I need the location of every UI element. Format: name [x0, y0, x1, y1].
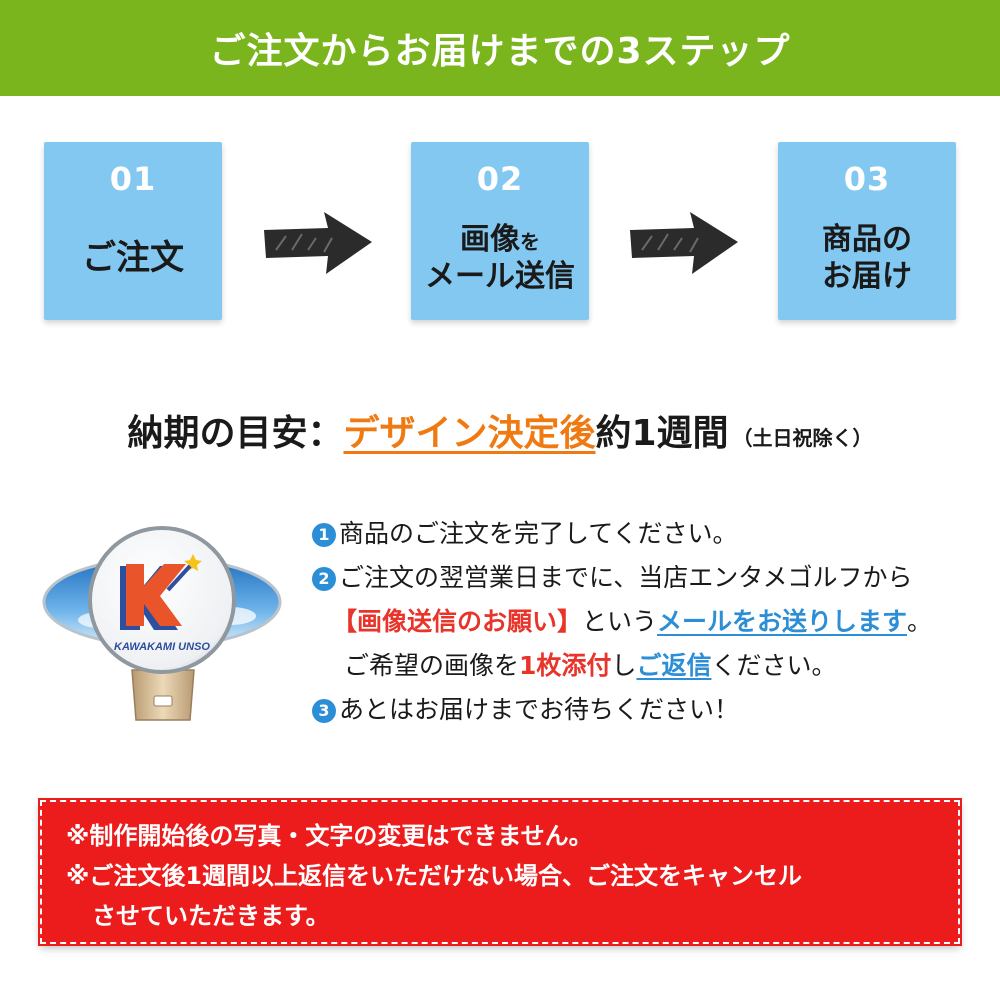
number-circle-icon: 3 — [312, 699, 336, 723]
instruction-text: ご注文の翌営業日までに、当店エンタメゴルフから — [339, 563, 913, 592]
reply-link[interactable]: ご返信 — [636, 651, 712, 680]
step-label-line2: メール送信 — [425, 259, 575, 294]
step-label: 画像を メール送信 — [411, 210, 589, 306]
step-label: 商品の お届け — [778, 210, 956, 306]
lead-time-highlight: デザイン決定後 — [343, 413, 596, 454]
logo-k — [126, 564, 186, 626]
step-number: 01 — [109, 160, 157, 198]
notice-box: ※制作開始後の写真・文字の変更はできません。 ※ご注文後1週間以上返信をいただけ… — [38, 798, 962, 946]
header-title: ご注文からお届けまでの3ステップ — [209, 31, 791, 72]
logo-text: KAWAKAMI UNSO — [114, 641, 210, 653]
instruction-continuation: 【画像送信のお願い】というメールをお送りします。 — [312, 600, 992, 644]
email-link[interactable]: メールをお送りします — [657, 607, 908, 636]
step-3-card: 03 商品の お届け — [778, 142, 956, 320]
star-icon — [184, 554, 202, 571]
lead-time-colon: ： — [307, 413, 344, 454]
instruction-text: ご希望の画像を — [344, 651, 520, 680]
attach-count: 1枚添付 — [519, 651, 612, 680]
lead-time-label: 納期の目安 — [127, 413, 308, 454]
lead-time: 納期の目安 ： デザイン決定後 約1週間 （土日祝除く） — [0, 404, 1000, 460]
instruction-text: あとはお届けまでお待ちください！ — [339, 695, 740, 724]
request-label: 【画像送信のお願い】 — [332, 607, 583, 636]
instruction-text: 商品のご注文を完了してください。 — [339, 519, 738, 548]
lead-time-note: （土日祝除く） — [732, 426, 873, 450]
step-label-small: を — [520, 229, 540, 254]
step-1-card: 01 ご注文 — [44, 142, 222, 320]
step-label-text: 画像 — [460, 221, 520, 257]
notice-line: ※制作開始後の写真・文字の変更はできません。 — [66, 822, 593, 850]
number-circle-icon: 2 — [312, 567, 336, 591]
instruction-text: 。 — [907, 607, 933, 636]
lead-time-value: 約1週間 — [595, 413, 729, 454]
step-number: 02 — [476, 160, 524, 198]
header-banner: ご注文からお届けまでの3ステップ — [0, 0, 1000, 96]
arrow-right-icon — [630, 212, 738, 274]
step-label-text: ご注文 — [82, 237, 184, 278]
step-label-line2: お届け — [822, 259, 912, 294]
clip — [131, 669, 195, 721]
instruction-continuation: ご希望の画像を1枚添付しご返信ください。 — [312, 644, 992, 688]
step-label: ご注文 — [44, 210, 222, 306]
instruction-text: という — [582, 607, 658, 636]
step-number: 03 — [843, 160, 891, 198]
notice-line: させていただきます。 — [92, 902, 330, 930]
notice-line: ※ご注文後1週間以上返信をいただけない場合、ご注文をキャンセル — [66, 862, 803, 890]
number-circle-icon: 1 — [312, 523, 336, 547]
arrow-right-icon — [264, 212, 372, 274]
step-label-line1: 商品の — [822, 221, 912, 257]
instruction-text: し — [611, 651, 637, 680]
instruction-text: ください。 — [711, 651, 837, 680]
product-image: KAWAKAMI UNSO — [42, 526, 282, 721]
step-2-card: 02 画像を メール送信 — [411, 142, 589, 320]
